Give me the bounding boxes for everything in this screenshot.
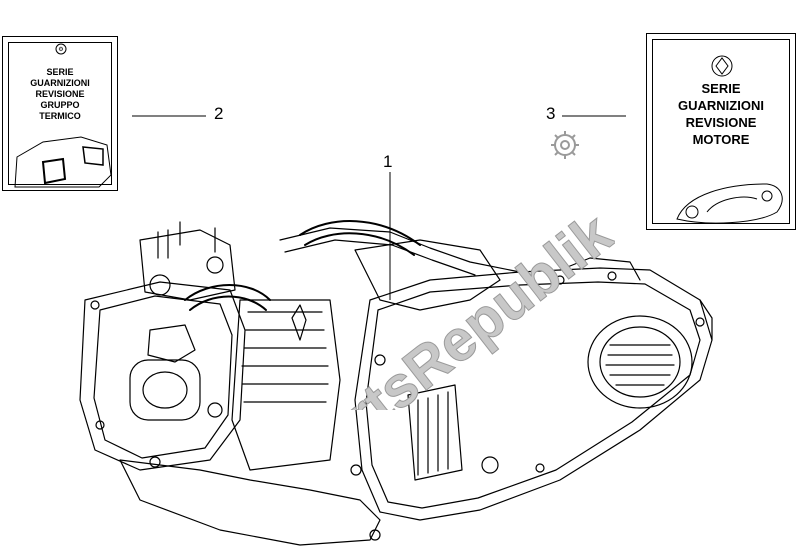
crankcase: [119, 459, 381, 546]
right-card-line: GUARNIZIONI: [678, 98, 764, 113]
card-illustration: ⚙: [14, 43, 112, 188]
left-card-title: SERIE GUARNIZIONI REVISIONE GRUPPO TERMI…: [3, 67, 117, 122]
right-card-line: SERIE: [701, 81, 741, 96]
cylinder-head: [79, 281, 246, 471]
right-card-title: SERIE GUARNIZIONI REVISIONE MOTORE: [647, 80, 795, 148]
gear-icon: [551, 131, 579, 159]
cylinder-block: [231, 299, 341, 471]
piaggio-logo-icon: ⚙: [58, 46, 63, 53]
left-card-line: SERIE: [46, 67, 74, 77]
card-illustration: [676, 55, 783, 224]
left-card-line: GRUPPO: [40, 100, 80, 110]
left-card-line: GUARNIZIONI: [30, 78, 90, 88]
card-frame: [8, 42, 112, 185]
gasket-kit-engine-card: SERIE GUARNIZIONI REVISIONE MOTORE: [646, 33, 796, 230]
left-card-line: REVISIONE: [35, 89, 85, 99]
carburetor: [139, 229, 236, 301]
watermark: PartsRepublik: [276, 200, 615, 410]
callout-1: 1: [383, 152, 393, 171]
piaggio-logo-icon: [711, 55, 733, 77]
callout-3: 3: [546, 104, 556, 123]
gasket-kit-thermal-card: ⚙ SERIE GUARNIZIONI REVISIONE GRUPPO TER…: [2, 36, 118, 191]
right-card-line: MOTORE: [692, 132, 750, 147]
right-card-line: REVISIONE: [685, 115, 757, 130]
intake-vent: [407, 384, 463, 481]
callout-2: 2: [214, 104, 224, 123]
variator-cover: [587, 315, 693, 409]
left-card-line: TERMICO: [39, 111, 81, 121]
